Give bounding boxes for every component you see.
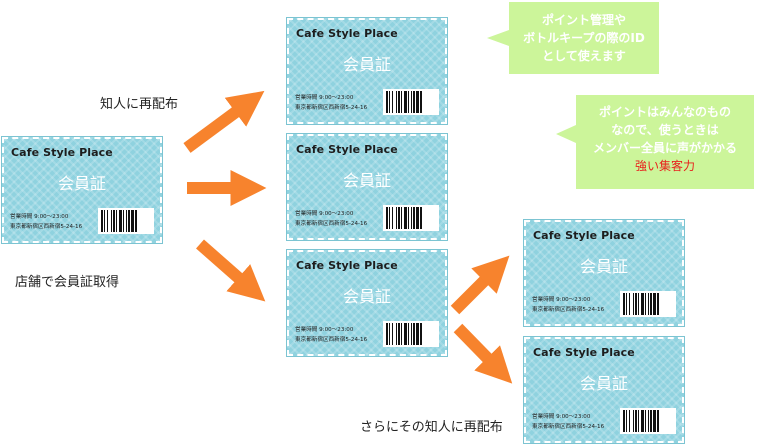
- card-hours: 営業時間 9:00～23:00: [295, 211, 354, 217]
- membership-card-right-top: Cafe Style Place 会員証 営業時間 9:00～23:00 東京都…: [523, 219, 685, 327]
- callout-line: なので、使うときは: [611, 123, 719, 137]
- card-hours: 営業時間 9:00～23:00: [532, 414, 591, 420]
- callout-line: ボトルキープの際のID: [523, 31, 645, 45]
- arrow-to-card-right-bottom: [453, 323, 513, 384]
- card-title: 会員証: [579, 257, 628, 276]
- card-address: 東京都新宿区西新宿5-24-16: [532, 307, 605, 313]
- card-title: 会員証: [342, 171, 391, 190]
- membership-card-top: Cafe Style Place 会員証 営業時間 9:00～23:00 東京都…: [286, 17, 448, 125]
- arrow-to-card-top: [183, 90, 265, 153]
- card-address: 東京都新宿区西新宿5-24-16: [10, 224, 83, 230]
- card-title: 会員証: [579, 374, 628, 393]
- callout-line: ポイントはみんなのもの: [598, 105, 731, 119]
- card-store-name: Cafe Style Place: [296, 259, 398, 272]
- card-address: 東京都新宿区西新宿5-24-16: [532, 424, 605, 430]
- label-redistribute-again: さらにその知人に再配布: [360, 420, 503, 435]
- card-store-name: Cafe Style Place: [11, 146, 113, 159]
- membership-card-origin: Cafe Style Place 会員証 営業時間 9:00～23:00 東京都…: [1, 136, 163, 244]
- card-hours: 営業時間 9:00～23:00: [532, 297, 591, 303]
- callout-line: として使えます: [542, 49, 626, 63]
- callout-group-points: ポイントはみんなのもの なので、使うときは メンバー全員に声がかかる 強い集客力: [556, 95, 754, 189]
- callout-line: メンバー全員に声がかかる: [592, 141, 737, 155]
- barcode-icon: [620, 408, 676, 434]
- card-store-name: Cafe Style Place: [533, 346, 635, 359]
- card-store-name: Cafe Style Place: [296, 27, 398, 40]
- card-title: 会員証: [342, 287, 391, 306]
- card-title: 会員証: [342, 55, 391, 74]
- barcode-icon: [620, 291, 676, 317]
- callout-line: ポイント管理や: [541, 13, 626, 27]
- barcode-icon: [98, 208, 154, 234]
- arrow-to-card-bottom: [196, 239, 266, 302]
- arrow-to-card-right-top: [450, 255, 510, 315]
- card-store-name: Cafe Style Place: [296, 143, 398, 156]
- membership-card-bottom: Cafe Style Place 会員証 営業時間 9:00～23:00 東京都…: [286, 249, 448, 357]
- card-hours: 営業時間 9:00～23:00: [295, 95, 354, 101]
- card-hours: 営業時間 9:00～23:00: [10, 214, 69, 220]
- barcode-icon: [383, 89, 439, 115]
- callout-id-usage: ポイント管理や ボトルキープの際のID として使えます: [487, 2, 659, 74]
- membership-card-right-bottom: Cafe Style Place 会員証 営業時間 9:00～23:00 東京都…: [523, 336, 685, 444]
- card-store-name: Cafe Style Place: [533, 229, 635, 242]
- callout-tail: [487, 30, 509, 46]
- callout-tail: [556, 125, 576, 143]
- barcode-icon: [383, 321, 439, 347]
- card-hours: 営業時間 9:00～23:00: [295, 327, 354, 333]
- card-title: 会員証: [57, 174, 106, 193]
- card-address: 東京都新宿区西新宿5-24-16: [295, 337, 368, 343]
- card-address: 東京都新宿区西新宿5-24-16: [295, 105, 368, 111]
- card-address: 東京都新宿区西新宿5-24-16: [295, 221, 368, 227]
- membership-card-middle: Cafe Style Place 会員証 営業時間 9:00～23:00 東京都…: [286, 133, 448, 241]
- label-shop-acquire: 店舗で会員証取得: [15, 275, 120, 290]
- label-redistribute: 知人に再配布: [100, 97, 179, 112]
- callout-highlight: 強い集客力: [634, 159, 695, 173]
- barcode-icon: [383, 205, 439, 231]
